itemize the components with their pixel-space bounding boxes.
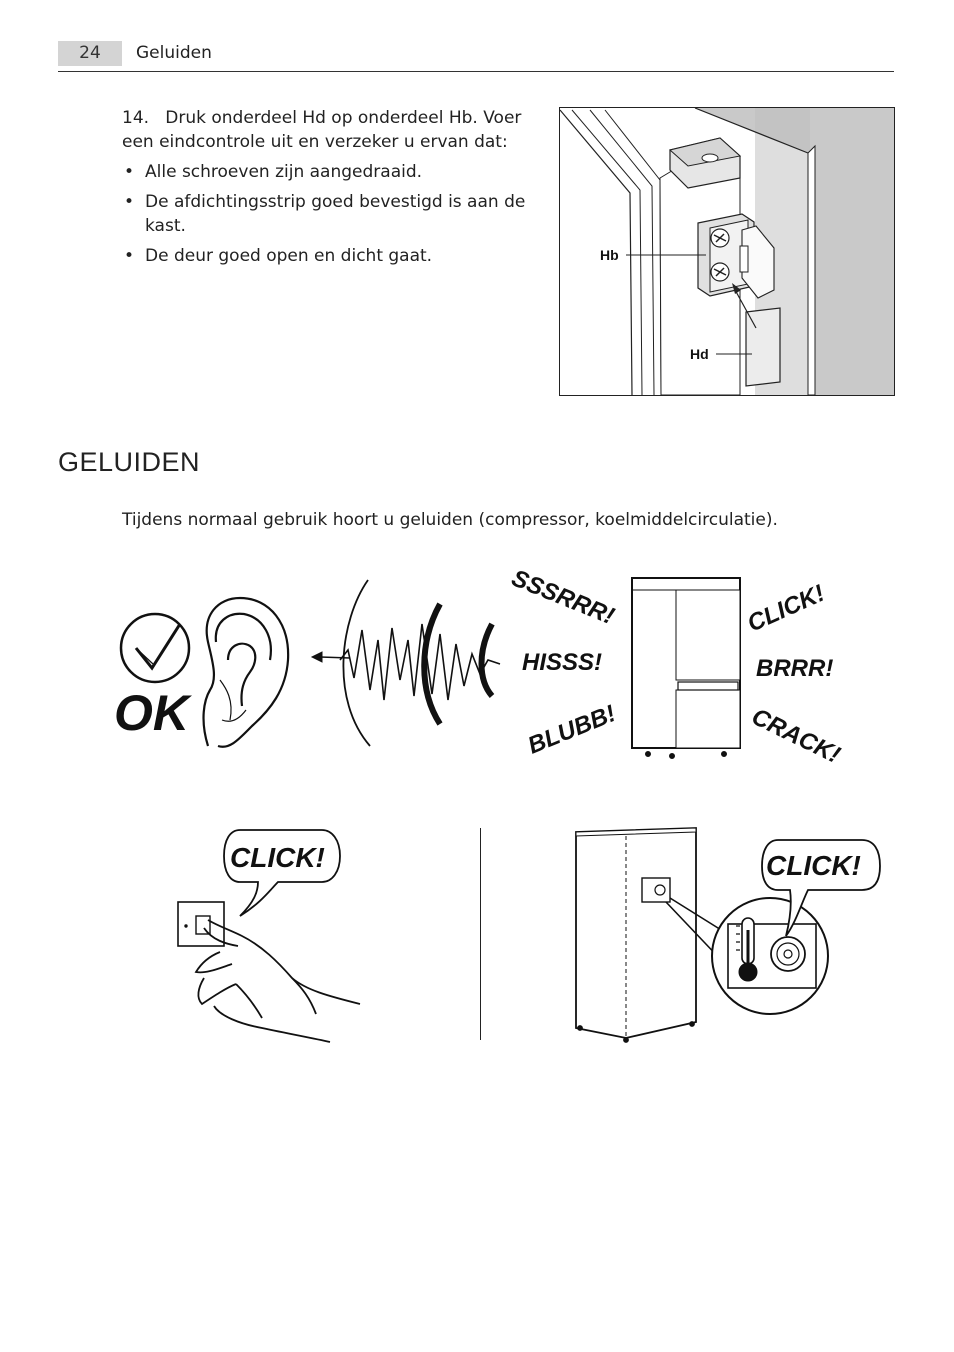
- sound-brrr: BRRR!: [756, 655, 833, 682]
- step-number: 14.: [122, 108, 150, 128]
- thermostat-click-illustration: CLICK!: [575, 827, 881, 1043]
- sound-hisss: HISSS!: [522, 649, 602, 676]
- checklist: Alle schroeven zijn aangedraaid. De afdi…: [122, 160, 532, 268]
- hand-icon: [194, 919, 361, 1043]
- sound-crack: CRACK!: [747, 703, 844, 769]
- checklist-item: De deur goed open en dicht gaat.: [122, 244, 532, 268]
- step-text: Druk onderdeel Hd op onderdeel Hb. Voer …: [122, 108, 522, 152]
- fridge-icon: [631, 577, 741, 759]
- step-paragraph: 14. Druk onderdeel Hd op onderdeel Hb. V…: [122, 106, 532, 154]
- speech-bubble: [761, 839, 881, 937]
- sound-sssrrr: SSSRRR!: [508, 565, 618, 630]
- figure-divider: [480, 828, 481, 1040]
- page-header: 24 Geluiden: [58, 40, 894, 72]
- thermostat-zoom-icon: [711, 897, 829, 1015]
- click-bubble-right: CLICK!: [766, 850, 861, 881]
- ok-label: OK: [114, 685, 193, 741]
- section-title: GELUIDEN: [58, 447, 201, 477]
- fridge-icon: [575, 827, 697, 1043]
- header-title: Geluiden: [136, 43, 212, 63]
- hinge-figure: Hb Hd: [559, 107, 895, 396]
- sound-wave-icon: [310, 579, 501, 747]
- click-bubble-left: CLICK!: [230, 842, 325, 873]
- page-number: 24: [58, 41, 122, 66]
- sound-click: CLICK!: [743, 580, 828, 638]
- step-14: 14. Druk onderdeel Hd op onderdeel Hb. V…: [122, 106, 532, 274]
- ear-icon: [202, 596, 290, 748]
- checklist-item: Alle schroeven zijn aangedraaid.: [122, 160, 532, 184]
- switch-click-illustration: CLICK!: [177, 829, 361, 1043]
- checkmark-icon: [119, 612, 191, 684]
- checklist-item: De afdichtingsstrip goed bevestigd is aa…: [122, 190, 532, 238]
- sounds-illustration: OK SSSRRR! HISSS! BLUBB! CLICK! BRRR! CR…: [114, 565, 844, 769]
- label-hb: Hb: [600, 247, 619, 263]
- speech-bubble: [223, 829, 341, 917]
- hinge-illustration: Hb Hd: [560, 108, 894, 395]
- sound-blubb: BLUBB!: [524, 700, 619, 759]
- label-hd: Hd: [690, 346, 709, 362]
- intro-text: Tijdens normaal gebruik hoort u geluiden…: [122, 510, 778, 530]
